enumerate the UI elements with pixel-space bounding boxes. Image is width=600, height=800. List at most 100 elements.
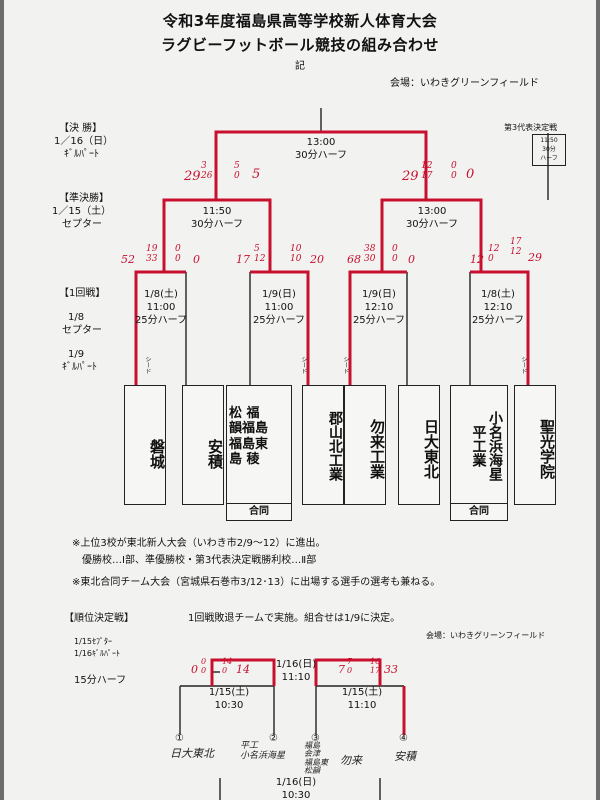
team-box-nakoso: 勿来工業	[344, 385, 386, 505]
final-time: 13:00	[306, 137, 336, 148]
r1d-duration: 25分ハーフ	[471, 315, 525, 326]
ranking-dates2: 1/16ｷﾞﾙﾊﾟｰﾄ	[74, 649, 120, 658]
ranking-mark-4: ④	[399, 733, 408, 744]
semi-right-duration: 30分ハーフ	[405, 219, 459, 230]
hand-team-3: 福島 会津 福島東 松韻	[304, 741, 328, 776]
tournament-sheet: 令和3年度福島県高等学校新人体育大会 ラグビーフットボール競技の組み合わせ 記 …	[4, 0, 596, 800]
team-name: 勿来工業	[368, 419, 386, 479]
team-box-asaka: 安積	[182, 385, 224, 505]
hand-team-2: 平工 小名浜海星	[240, 741, 286, 761]
score-semi-a-right: 0 0	[175, 244, 181, 264]
third-place-box: 11:50 30分 ハーフ	[532, 134, 566, 166]
score-final-left-try: 5 0	[234, 161, 240, 181]
team-box-nichidai: 日大東北	[398, 385, 440, 505]
ranking-bottom-date: 1/16(日)	[275, 777, 317, 788]
first-place2: ｷﾞﾙﾊﾟｰﾄ	[62, 362, 97, 373]
hand-team-5: 安積	[394, 750, 416, 763]
third-place-label: 第3代表決定戦	[504, 123, 558, 132]
ki-mark: 記	[295, 61, 305, 72]
r1d-date: 1/8(土)	[481, 289, 515, 300]
note-3: ※東北合同チーム大会（宮城県石巻市3/12･13）に出場する選手の選考も兼ねる。	[72, 577, 441, 588]
third-place-time: 11:50	[540, 137, 558, 144]
score-final-left-half: 3 26	[201, 161, 213, 181]
score-semi-c-left: 68	[347, 253, 361, 266]
team-name: 郡山北工業	[327, 411, 343, 481]
score-semi-a-half: 19 33	[146, 244, 158, 264]
team-name: 日大東北	[422, 419, 440, 479]
ranking-left-time: 10:30	[214, 700, 244, 711]
score-rank-right-half: 7 0	[347, 657, 353, 675]
r1a-duration: 25分ハーフ	[134, 315, 188, 326]
ranking-desc: 1回戦敗退チームで実施。組合せは1/9に決定。	[188, 613, 401, 624]
team-box-koriyama: 郡山北工業	[302, 385, 344, 505]
note-1: ※上位3校が東北新人大会（いわき市2/9〜12）に進出。	[72, 538, 326, 549]
joint-label-box-left: 合同	[226, 503, 292, 521]
score-final-right-pts: 0	[466, 167, 475, 182]
seed-label-c: シード	[342, 356, 349, 374]
first-date2: 1/9	[68, 349, 85, 360]
score-rank-left-r-half: 14 0	[222, 657, 233, 675]
team-name: 磐城	[148, 439, 166, 469]
seed-label-left: シード	[144, 356, 151, 374]
team-name: 小名浜海星 平工業	[470, 411, 503, 481]
first-date1: 1/8	[68, 312, 85, 323]
seed-label-right: シード	[520, 356, 527, 374]
semi-left-time: 11:50	[202, 206, 232, 217]
first-round-label: 【1回戦】	[59, 288, 106, 299]
final-date: 1／16（日）	[54, 136, 114, 147]
team-box-joint-left: 松 福 韻福島 福島東 島 稜	[226, 385, 292, 505]
third-place-half: ハーフ	[540, 155, 558, 162]
score-semi-b-half: 5 12	[254, 244, 266, 264]
semi-left-duration: 30分ハーフ	[190, 219, 244, 230]
hand-team-1: 日大東北	[170, 747, 214, 760]
semi-right-time: 13:00	[417, 206, 447, 217]
score-semi-a-right-pts: 0	[193, 253, 200, 266]
ranking-left-date: 1/15(土)	[208, 687, 250, 698]
note-2: 優勝校…Ⅰ部、準優勝校・第3代表決定戦勝利校…Ⅱ部	[82, 555, 317, 566]
page-title: 令和3年度福島県高等学校新人体育大会	[162, 12, 438, 30]
team-name: 松 福 韻福島 福島東 島 稜	[229, 406, 269, 467]
ranking-mark-3: ③	[311, 733, 320, 744]
r1d-time: 12:10	[483, 302, 513, 313]
score-semi-b-right-pts: 20	[310, 253, 324, 266]
ranking-right-time: 11:10	[347, 700, 377, 711]
r1a-date: 1/8(土)	[144, 289, 178, 300]
ranking-top-time: 11:10	[281, 672, 311, 683]
joint-label: 合同	[249, 506, 269, 517]
semi-place: セプター	[62, 219, 102, 230]
r1a-time: 11:00	[146, 302, 176, 313]
score-semi-b-left: 17	[236, 253, 250, 266]
ranking-bottom-time: 10:30	[281, 790, 311, 800]
score-final-right-half: 12 17	[421, 161, 433, 181]
ranking-duration: 15分ハーフ	[74, 675, 127, 686]
score-rank-right-r-half: 16 17	[370, 657, 381, 675]
r1b-time: 11:00	[264, 302, 294, 313]
score-semi-d-half: 12 0	[488, 244, 500, 264]
team-box-joint-right: 小名浜海星 平工業	[450, 385, 508, 505]
r1b-duration: 25分ハーフ	[252, 315, 306, 326]
ranking-right-date: 1/15(土)	[341, 687, 383, 698]
score-final-left: 29	[184, 169, 201, 184]
first-place1: セプター	[62, 325, 102, 336]
semi-round-label: 【準決勝】	[59, 193, 109, 204]
score-semi-c-right: 0 0	[392, 244, 398, 264]
score-semi-d-right-pts: 29	[528, 251, 542, 264]
ranking-venue: 会場：いわきグリーンフィールド	[426, 631, 546, 640]
semi-date: 1／15（土）	[52, 206, 112, 217]
r1b-date: 1/9(日)	[262, 289, 296, 300]
joint-label: 合同	[469, 506, 489, 517]
score-final-right: 29	[402, 169, 419, 184]
final-duration: 30分ハーフ	[294, 150, 348, 161]
hand-team-4: 勿来	[340, 754, 362, 767]
ranking-top-date: 1/16(日)	[275, 659, 317, 670]
score-rank-left: 0	[191, 663, 198, 676]
joint-label-box-right: 合同	[450, 503, 508, 521]
score-semi-a-left: 52	[121, 253, 135, 266]
score-final-left-pts: 5	[252, 167, 261, 182]
r1c-duration: 25分ハーフ	[352, 315, 406, 326]
score-semi-b-right: 10 10	[290, 244, 302, 264]
team-box-iwaki: 磐城	[124, 385, 166, 505]
score-rank-left-half: 0 0	[201, 657, 207, 675]
seed-label-b: シード	[300, 356, 307, 374]
score-semi-c-right-pts: 0	[408, 253, 415, 266]
